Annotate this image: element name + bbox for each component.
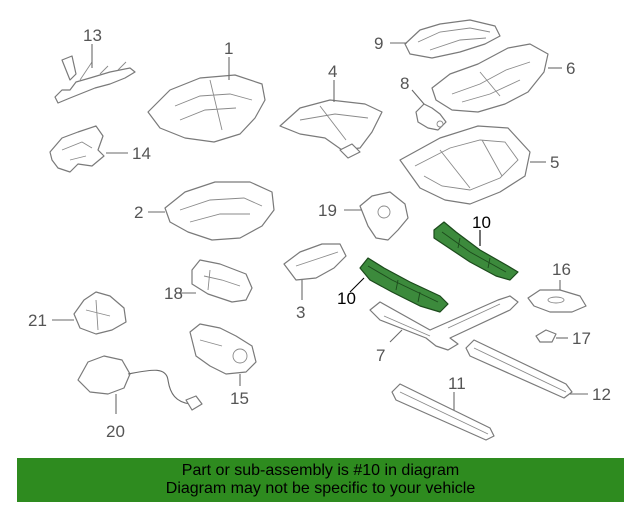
callout-12[interactable]: 12	[592, 385, 611, 404]
part-10-seat-track-upper[interactable]	[433, 221, 519, 281]
part-20-harness[interactable]	[77, 355, 203, 411]
callout-15[interactable]: 15	[230, 389, 249, 408]
callout-16[interactable]: 16	[552, 260, 571, 279]
part-14-bracket[interactable]	[49, 125, 105, 173]
part-4-cover[interactable]	[279, 99, 383, 159]
part-11-rail-cover[interactable]	[391, 383, 495, 441]
banner-line-2: Diagram may not be specific to your vehi…	[165, 480, 476, 497]
callout-5[interactable]: 5	[550, 153, 559, 172]
callout-2[interactable]: 2	[134, 203, 143, 222]
callout-3[interactable]: 3	[296, 303, 305, 322]
part-9-bracket[interactable]	[404, 19, 501, 59]
part-2-cushion[interactable]	[164, 181, 275, 241]
part-3-cover[interactable]	[283, 243, 347, 281]
part-13-bracket[interactable]	[54, 55, 136, 104]
part-7-cross-frame[interactable]	[369, 295, 519, 351]
banner-line-1: Part or sub-assembly is #10 in diagram	[181, 462, 460, 479]
callout-7[interactable]: 7	[376, 346, 385, 365]
callout-17[interactable]: 17	[572, 329, 591, 348]
callout-11[interactable]: 11	[448, 374, 466, 393]
callout-21[interactable]: 21	[28, 311, 47, 330]
callout-1[interactable]: 1	[224, 39, 233, 58]
part-18-module[interactable]	[191, 259, 253, 303]
part-21-bracket[interactable]	[73, 291, 127, 335]
part-17-clip[interactable]	[535, 329, 557, 343]
callout-10-lower[interactable]: 10	[337, 289, 356, 308]
part-16-trim[interactable]	[527, 289, 587, 313]
info-banner: Part or sub-assembly is #10 in diagram D…	[17, 458, 624, 502]
callout-14[interactable]: 14	[132, 144, 151, 163]
part-1-cushion-pad[interactable]	[147, 74, 266, 143]
callout-19[interactable]: 19	[318, 201, 337, 220]
callout-20[interactable]: 20	[106, 422, 125, 441]
callout-10-upper[interactable]: 10	[472, 213, 491, 232]
part-6-seat-pan[interactable]	[431, 43, 549, 113]
part-5-seat-frame[interactable]	[399, 125, 531, 205]
callout-18[interactable]: 18	[164, 284, 183, 303]
part-19-bracket[interactable]	[359, 191, 409, 241]
part-15-bracket[interactable]	[189, 323, 257, 375]
callout-8[interactable]: 8	[400, 74, 409, 93]
callout-9[interactable]: 9	[374, 34, 383, 53]
part-12-rail-cover[interactable]	[465, 339, 573, 399]
part-8-bracket[interactable]	[415, 103, 447, 131]
parts-diagram: 13 14 1 4 9 6 8 5	[28, 19, 611, 441]
callout-13[interactable]: 13	[83, 26, 102, 45]
callout-6[interactable]: 6	[566, 59, 575, 78]
callout-4[interactable]: 4	[328, 62, 337, 81]
part-10-seat-track-lower[interactable]	[359, 257, 449, 313]
